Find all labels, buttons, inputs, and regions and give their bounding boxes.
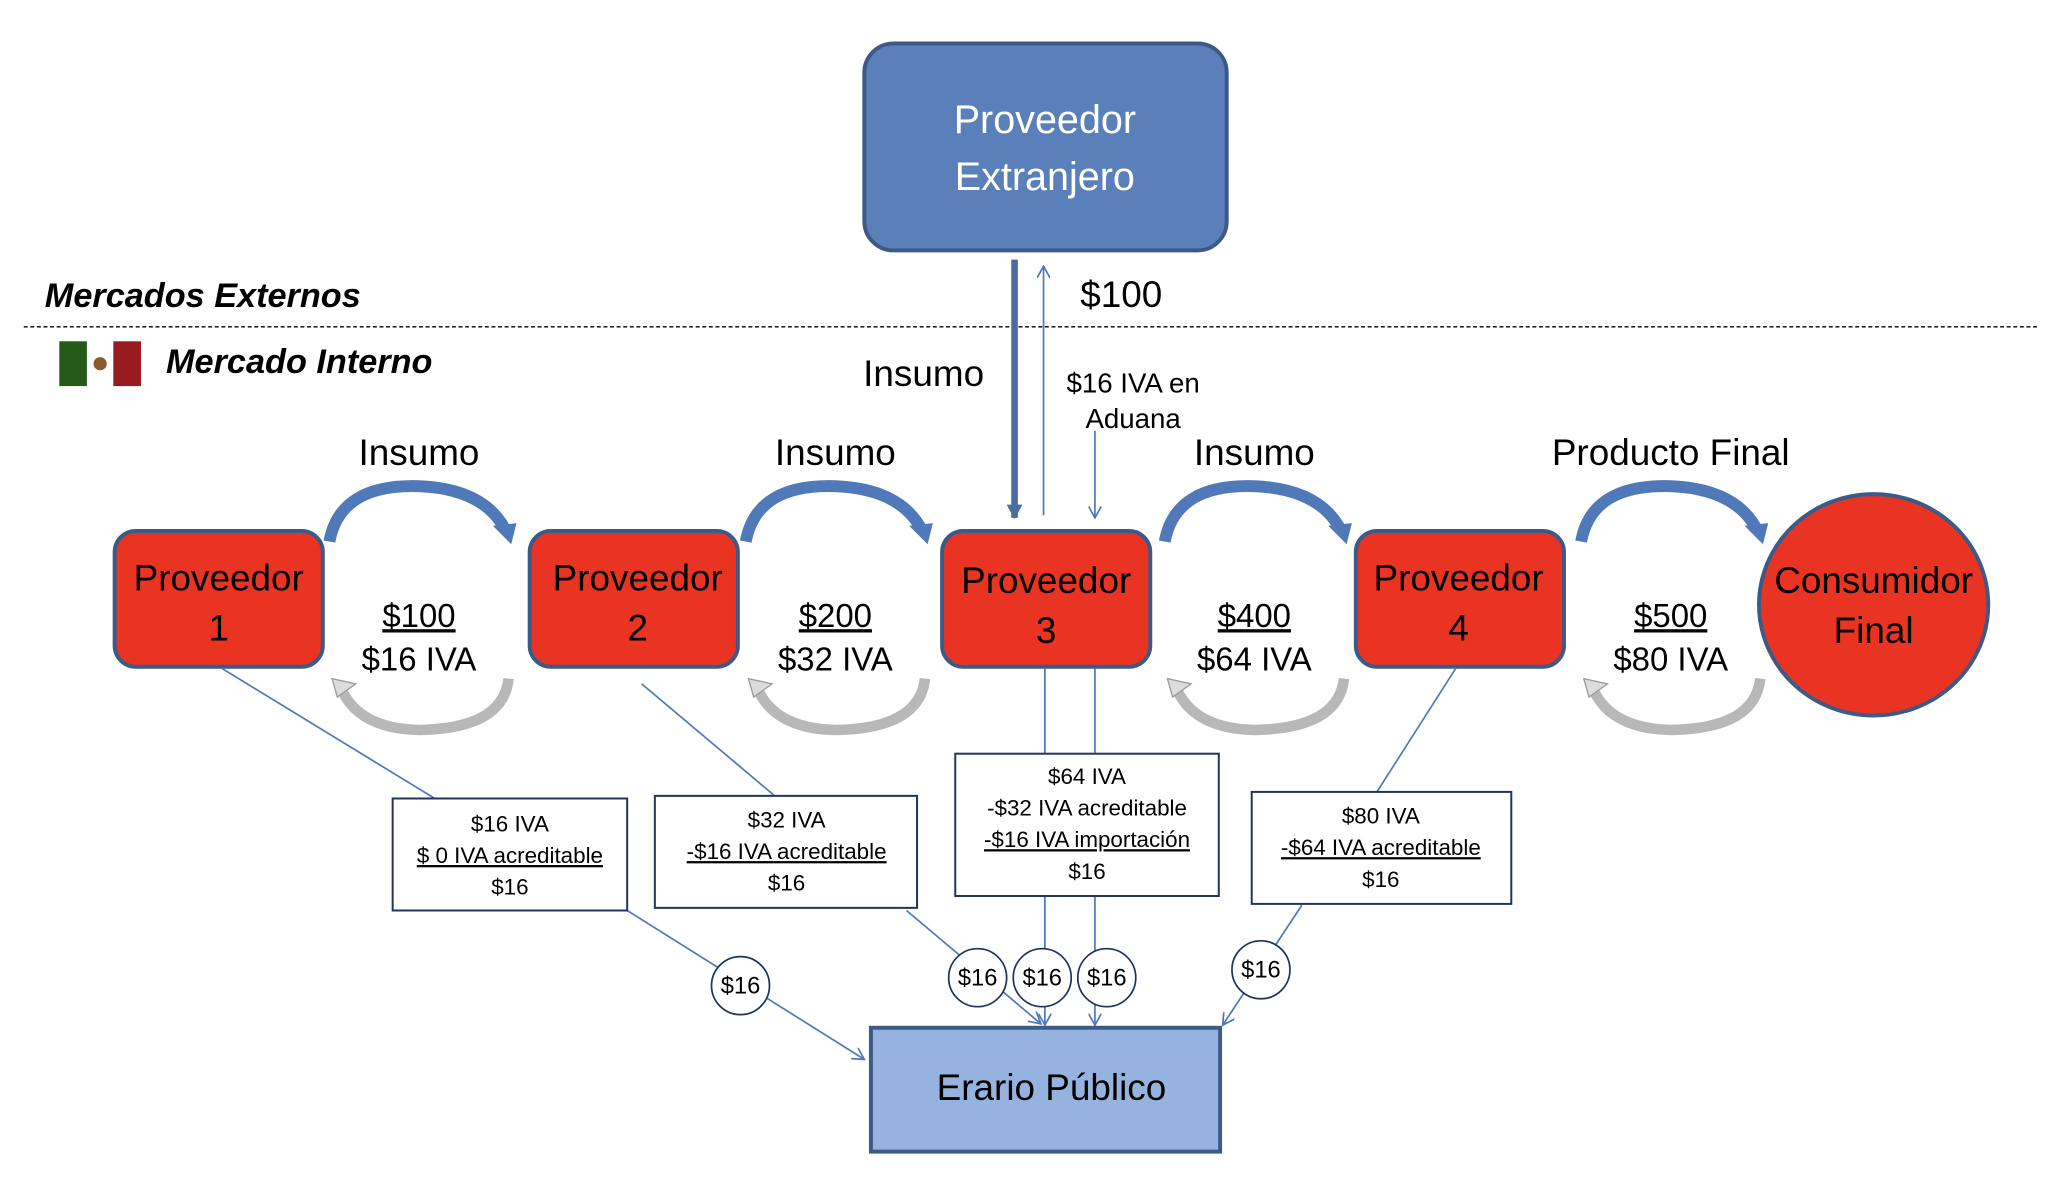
goods-arrowhead-icon xyxy=(1328,523,1352,545)
final-consumer-node: Consumidor Final xyxy=(1757,492,1991,718)
svg-text:2: 2 xyxy=(627,607,648,648)
import-input-label: Insumo xyxy=(863,353,984,394)
calc-box-3: $64 IVA -$32 IVA acreditable -$16 IVA im… xyxy=(954,752,1220,897)
supplier-2-connector xyxy=(641,683,776,797)
svg-text:$16: $16 xyxy=(721,974,761,1000)
transaction-price: $500 xyxy=(1634,597,1707,634)
mexico-flag-icon xyxy=(59,341,141,387)
transaction-label: Producto Final xyxy=(1552,432,1790,473)
svg-text:Proveedor: Proveedor xyxy=(961,560,1131,601)
goods-arc xyxy=(1158,480,1347,543)
transaction-label: Insumo xyxy=(359,432,480,473)
goods-arc xyxy=(739,480,928,543)
supplier-1-connector xyxy=(220,667,436,800)
supplier-2-node: Proveedor 2 xyxy=(527,529,740,669)
svg-text:$80 IVA: $80 IVA xyxy=(1342,804,1420,829)
payment-arrowhead-icon xyxy=(747,677,774,699)
svg-text:$16: $16 xyxy=(491,875,528,900)
payment-arc xyxy=(1589,677,1766,736)
foreign-supplier-line2: Extranjero xyxy=(955,155,1135,199)
payment-badge-4: $16 xyxy=(1076,947,1137,1008)
payment-badge-1: $16 xyxy=(710,955,771,1016)
calc-box-2: $32 IVA -$16 IVA acreditable $16 xyxy=(653,794,919,909)
transaction-iva: $32 IVA xyxy=(778,641,893,678)
svg-text:$16: $16 xyxy=(768,871,805,896)
transaction-price: $100 xyxy=(382,597,455,634)
import-amount-label: $100 xyxy=(1080,274,1162,315)
payment-arc xyxy=(754,677,931,736)
svg-text:-$32 IVA acreditable: -$32 IVA acreditable xyxy=(987,796,1187,821)
goods-arrowhead-icon xyxy=(492,523,517,545)
svg-text:$16: $16 xyxy=(1241,958,1281,984)
goods-arrowhead-icon xyxy=(1744,523,1769,545)
svg-text:-$16 IVA importación: -$16 IVA importación xyxy=(984,827,1190,852)
svg-text:$64 IVA: $64 IVA xyxy=(1048,764,1126,789)
svg-text:$ 0 IVA acreditable: $ 0 IVA acreditable xyxy=(417,843,603,868)
svg-text:-$64 IVA acreditable: -$64 IVA acreditable xyxy=(1281,835,1481,860)
svg-text:$16 IVA: $16 IVA xyxy=(471,811,549,836)
customs-iva-line2: Aduana xyxy=(1085,403,1181,434)
foreign-supplier-line1: Proveedor xyxy=(954,98,1136,142)
payment-badge-3: $16 xyxy=(1012,947,1073,1008)
transaction-price: $400 xyxy=(1218,597,1291,634)
svg-text:$16: $16 xyxy=(1087,966,1127,992)
svg-text:$16: $16 xyxy=(1022,966,1062,992)
svg-text:Proveedor: Proveedor xyxy=(553,557,723,598)
svg-text:Consumidor: Consumidor xyxy=(1774,560,1973,601)
treasury-label: Erario Público xyxy=(937,1067,1167,1108)
transaction-1: Insumo $100 $16 IVA xyxy=(323,432,517,736)
svg-text:-$16 IVA acreditable: -$16 IVA acreditable xyxy=(687,839,887,864)
calc-box-1: $16 IVA $ 0 IVA acreditable $16 xyxy=(391,797,629,912)
svg-text:Proveedor: Proveedor xyxy=(134,557,304,598)
payment-badge-5: $16 xyxy=(1231,939,1291,1000)
supplier-1-node: Proveedor 1 xyxy=(112,529,325,669)
transaction-iva: $64 IVA xyxy=(1197,641,1312,678)
payment-arrowhead-icon xyxy=(331,677,358,699)
payment-arc xyxy=(337,677,514,736)
transaction-2: Insumo $200 $32 IVA xyxy=(739,432,933,736)
customs-iva-line1: $16 IVA en xyxy=(1066,368,1199,399)
svg-text:$16: $16 xyxy=(958,966,998,992)
goods-arrowhead-icon xyxy=(909,523,933,545)
foreign-supplier-node: Proveedor Extranjero xyxy=(862,41,1229,253)
svg-text:1: 1 xyxy=(208,607,229,648)
transaction-4: Producto Final $500 $80 IVA xyxy=(1552,432,1790,736)
treasury-node: Erario Público xyxy=(868,1025,1223,1154)
transaction-price: $200 xyxy=(799,597,872,634)
transaction-label: Insumo xyxy=(775,432,896,473)
supplier-4-connector xyxy=(1376,667,1457,793)
goods-arc xyxy=(323,480,512,543)
payment-arrowhead-icon xyxy=(1166,677,1193,699)
payment-arrowhead-icon xyxy=(1582,677,1610,699)
supplier-4-node: Proveedor 4 xyxy=(1353,529,1566,669)
svg-text:$32 IVA: $32 IVA xyxy=(748,807,826,832)
transaction-iva: $16 IVA xyxy=(362,641,477,678)
transaction-3: Insumo $400 $64 IVA xyxy=(1158,432,1352,736)
transaction-label: Insumo xyxy=(1194,432,1315,473)
supplier-3-node: Proveedor 3 xyxy=(940,529,1153,669)
svg-text:$16: $16 xyxy=(1068,859,1105,884)
svg-text:3: 3 xyxy=(1036,610,1057,651)
svg-text:$16: $16 xyxy=(1362,867,1399,892)
internal-market-label: Mercado Interno xyxy=(166,343,432,381)
calc-box-4: $80 IVA -$64 IVA acreditable $16 xyxy=(1250,790,1513,905)
svg-text:Proveedor: Proveedor xyxy=(1374,557,1544,598)
svg-text:Final: Final xyxy=(1834,610,1914,651)
goods-arc xyxy=(1575,480,1763,543)
payment-badge-2: $16 xyxy=(947,947,1008,1008)
transaction-iva: $80 IVA xyxy=(1613,641,1728,678)
svg-text:4: 4 xyxy=(1448,607,1469,648)
payment-arc xyxy=(1173,677,1350,736)
external-market-label: Mercados Externos xyxy=(45,277,361,315)
